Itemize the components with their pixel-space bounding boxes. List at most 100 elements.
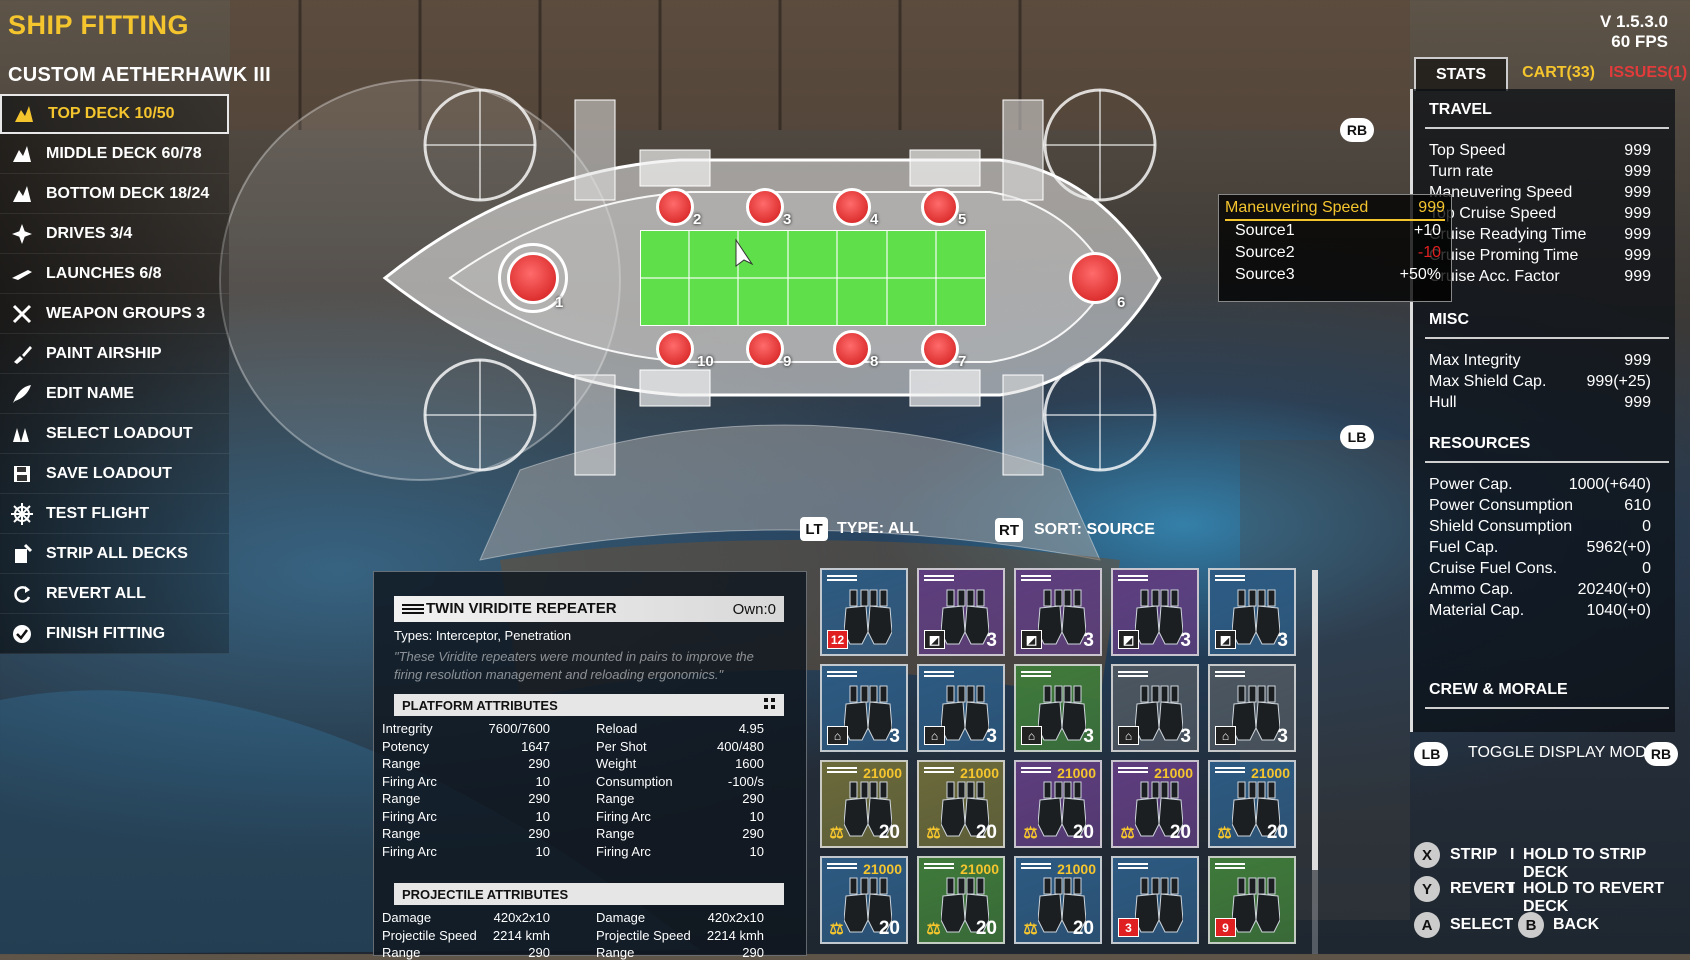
inventory-item[interactable]: 21000⚖20	[820, 760, 908, 848]
lt-button[interactable]: LT	[800, 517, 828, 541]
b-button[interactable]: B	[1518, 912, 1544, 938]
inventory-item[interactable]: 12	[820, 568, 908, 656]
inventory-item[interactable]: ◩3	[1111, 568, 1199, 656]
inventory-scrollbar[interactable]	[1312, 570, 1318, 954]
tab-stats[interactable]: STATS	[1414, 57, 1509, 91]
menu-item-weapon-groups[interactable]: WEAPON GROUPS 3	[0, 294, 229, 334]
inventory-item[interactable]: 9	[1208, 856, 1296, 944]
slot-number: 1	[555, 294, 564, 311]
inventory-item[interactable]: ⌂3	[1111, 664, 1199, 752]
ship-wheel-icon	[10, 502, 34, 525]
stat-value: 999(+25)	[1586, 373, 1652, 390]
twin-repeater-icon	[940, 780, 990, 843]
menu-item-launches[interactable]: LAUNCHES 6/8	[0, 254, 229, 294]
rt-button[interactable]: RT	[995, 518, 1023, 542]
inventory-item[interactable]: ⌂3	[1014, 664, 1102, 752]
attribute-label: Damage	[382, 910, 432, 925]
menu-item-save-loadout[interactable]: SAVE LOADOUT	[0, 454, 229, 494]
stat-value: 999	[1624, 184, 1651, 201]
weapon-slot[interactable]	[656, 330, 694, 368]
inventory-item[interactable]: 21000⚖20	[820, 856, 908, 944]
inventory-item[interactable]: ⌂3	[1208, 664, 1296, 752]
tier-bars-icon	[827, 863, 857, 871]
inventory-item[interactable]: ⌂3	[820, 664, 908, 752]
inventory-item[interactable]: 21000⚖20	[917, 856, 1005, 944]
weapon-slot[interactable]	[746, 188, 784, 226]
stat-label: Ammo Cap.	[1429, 581, 1514, 598]
stat-row[interactable]: Ammo Cap.20240(+0)	[1429, 581, 1651, 599]
weapon-slot[interactable]	[921, 188, 959, 226]
tab-cart[interactable]: CART(33)	[1522, 64, 1595, 81]
menu-item-select-loadout[interactable]: SELECT LOADOUT	[0, 414, 229, 454]
tier-bars-icon	[1021, 863, 1051, 871]
inventory-item[interactable]: ◩3	[917, 568, 1005, 656]
stat-row[interactable]: Cruise Fuel Cons.0	[1429, 560, 1651, 578]
menu-item-finish-fitting[interactable]: FINISH FITTING	[0, 614, 229, 654]
inventory-item[interactable]: ◩3	[1014, 568, 1102, 656]
menu-item-strip-all-decks[interactable]: STRIP ALL DECKS	[0, 534, 229, 574]
weapon-slot[interactable]	[833, 188, 871, 226]
weapon-slot[interactable]	[1069, 252, 1121, 304]
item-price: 21000	[1154, 765, 1193, 781]
stat-value: 999	[1624, 394, 1651, 411]
menu-item-edit-name[interactable]: EDIT NAME	[0, 374, 229, 414]
inventory-item[interactable]: 3	[1111, 856, 1199, 944]
menu-item-paint-airship[interactable]: PAINT AIRSHIP	[0, 334, 229, 374]
rb-button[interactable]: RB	[1340, 118, 1374, 142]
x-button[interactable]: X	[1414, 842, 1440, 868]
menu-item-test-flight[interactable]: TEST FLIGHT	[0, 494, 229, 534]
section-crew-morale[interactable]: CREW & MORALE	[1429, 681, 1568, 698]
weapon-slot[interactable]	[656, 188, 694, 226]
menu-item-revert-all[interactable]: REVERT ALL	[0, 574, 229, 614]
inventory-item[interactable]: 21000⚖20	[1014, 760, 1102, 848]
slot-number: 6	[1117, 294, 1126, 311]
weapon-slot[interactable]	[746, 330, 784, 368]
type-filter[interactable]: TYPE: ALL	[837, 520, 920, 537]
attribute-value: 10	[535, 808, 550, 824]
attribute-label: Range	[382, 791, 421, 806]
lb-button[interactable]: LB	[1340, 425, 1374, 449]
attribute-label: Damage	[596, 910, 646, 925]
y-button[interactable]: Y	[1414, 876, 1440, 902]
lb-toggle-button[interactable]: LB	[1414, 742, 1448, 766]
scrollbar-thumb[interactable]	[1312, 570, 1318, 870]
section-resources: RESOURCES	[1429, 435, 1531, 452]
weapon-slot[interactable]	[833, 330, 871, 368]
inventory-item[interactable]: ⌂3	[917, 664, 1005, 752]
stat-row[interactable]: Power Cap.1000(+640)	[1429, 476, 1651, 494]
stat-row[interactable]: Max Shield Cap.999(+25)	[1429, 373, 1651, 391]
stat-row[interactable]: Fuel Cap.5962(+0)	[1429, 539, 1651, 557]
tab-issues[interactable]: ISSUES(1)	[1608, 64, 1688, 81]
menu-item-middle-deck[interactable]: MIDDLE DECK 60/78	[0, 134, 229, 174]
inventory-item[interactable]: 21000⚖20	[917, 760, 1005, 848]
inventory-item[interactable]: 21000⚖20	[1208, 760, 1296, 848]
weapon-slot[interactable]	[921, 330, 959, 368]
sort-filter[interactable]: SORT: SOURCE	[1034, 521, 1155, 538]
twin-repeater-icon	[1231, 684, 1281, 747]
menu-item-drives[interactable]: DRIVES 3/4	[0, 214, 229, 254]
divider	[1425, 461, 1669, 463]
weapon-slot[interactable]	[498, 243, 568, 313]
inventory-item[interactable]: 21000⚖20	[1111, 760, 1199, 848]
stat-row[interactable]: Material Cap.1040(+0)	[1429, 602, 1651, 620]
inventory-item[interactable]: ◩3	[1208, 568, 1296, 656]
inventory-item[interactable]: 21000⚖20	[1014, 856, 1102, 944]
menu-item-bottom-deck[interactable]: BOTTOM DECK 18/24	[0, 174, 229, 214]
rb-toggle-button[interactable]: RB	[1644, 742, 1678, 766]
menu-item-top-deck[interactable]: TOP DECK 10/50	[0, 94, 229, 134]
item-count: 3	[1083, 630, 1094, 651]
a-button[interactable]: A	[1414, 912, 1440, 938]
purchase-scale-icon: ⚖	[829, 824, 844, 842]
